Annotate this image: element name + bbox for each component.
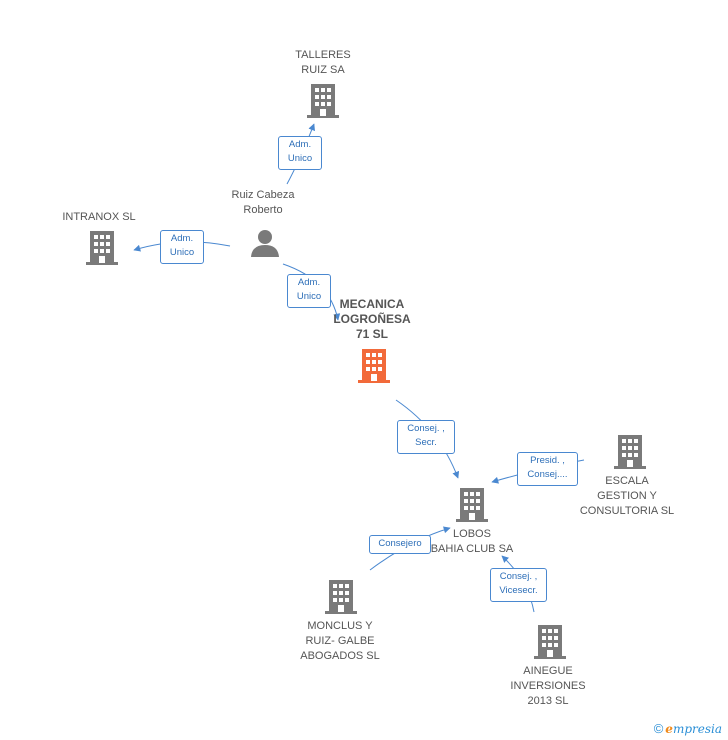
node-monclus[interactable]: [325, 580, 357, 614]
node-label-monclus: MONCLUS Y RUIZ- GALBE ABOGADOS SL: [300, 620, 380, 662]
node-ruiz[interactable]: [250, 228, 280, 258]
building-icon: [325, 580, 357, 614]
node-mecanica[interactable]: [358, 349, 390, 383]
footer-brand: ©empresia: [654, 721, 722, 736]
node-ainegue[interactable]: [534, 625, 566, 659]
building-icon: [456, 488, 488, 522]
building-icon: [358, 349, 390, 383]
node-lobos[interactable]: [456, 488, 488, 522]
node-label-ruiz: Ruiz Cabeza Roberto: [231, 189, 295, 216]
edge-label-e3[interactable]: Adm. Unico: [287, 274, 331, 308]
node-label-mecanica: MECANICA LOGROÑESA 71 SL: [333, 297, 411, 341]
node-label-ainegue: AINEGUE INVERSIONES 2013 SL: [510, 665, 586, 707]
node-intranox[interactable]: [86, 231, 118, 265]
brand-e-letter: e: [665, 722, 673, 736]
edge-label-e2[interactable]: Adm. Unico: [160, 230, 204, 264]
node-label-lobos: LOBOS BAHIA CLUB SA: [430, 528, 514, 555]
brand-name: mpresia: [672, 722, 722, 736]
node-talleres[interactable]: [307, 84, 339, 118]
building-icon: [534, 625, 566, 659]
node-label-intranox: INTRANOX SL: [62, 211, 136, 223]
edge-label-e5[interactable]: Presid. , Consej....: [517, 452, 578, 486]
building-icon: [86, 231, 118, 265]
node-escala[interactable]: [614, 435, 646, 469]
node-label-escala: ESCALA GESTION Y CONSULTORIA SL: [579, 475, 675, 517]
node-label-talleres: TALLERES RUIZ SA: [295, 49, 351, 76]
edge-label-e1[interactable]: Adm. Unico: [278, 136, 322, 170]
edge-label-e7[interactable]: Consej. , Vicesecr.: [490, 568, 547, 602]
edge-label-e6[interactable]: Consejero: [369, 535, 431, 554]
building-icon: [307, 84, 339, 118]
copyright-symbol: ©: [653, 721, 664, 736]
building-icon: [614, 435, 646, 469]
person-icon: [251, 230, 279, 257]
edge-label-e4[interactable]: Consej. , Secr.: [397, 420, 455, 454]
